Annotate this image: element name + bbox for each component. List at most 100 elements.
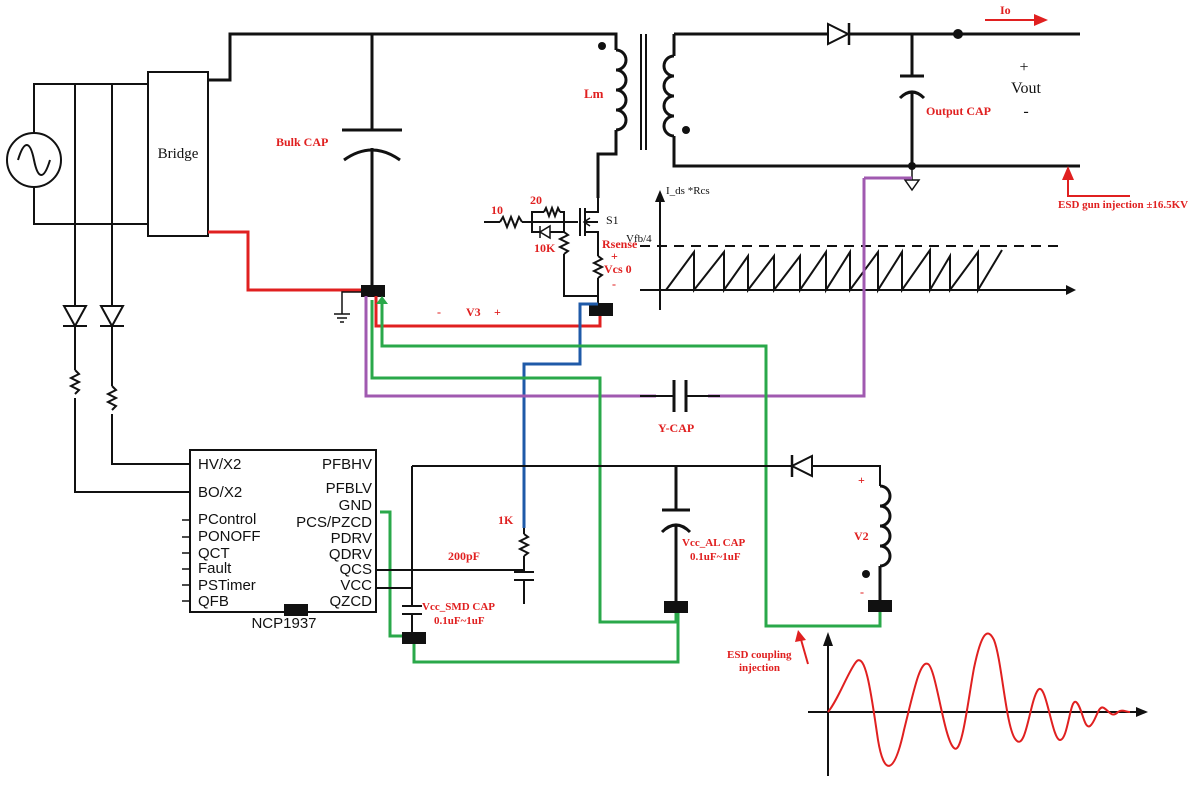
left-pin-stubs xyxy=(182,519,190,602)
green-arrow-icon xyxy=(376,296,388,304)
vcc-al-range: 0.1uF~1uF xyxy=(690,551,741,563)
ac-source xyxy=(6,132,62,188)
probe-ground-node xyxy=(361,285,385,297)
pin-gnd: GND xyxy=(339,497,373,514)
vcc-al-cap xyxy=(660,508,692,534)
vout-label: Vout xyxy=(1011,80,1041,97)
bridge-block: Bridge xyxy=(147,71,209,237)
vcs-minus: - xyxy=(612,277,616,291)
v2-minus: - xyxy=(860,585,864,599)
secondary-ground-icon xyxy=(903,179,921,192)
green-alcap-path xyxy=(370,300,678,624)
secondary-dot xyxy=(682,126,690,134)
vcs-plus: + xyxy=(611,249,618,263)
pin-qcs: QCS xyxy=(339,561,372,578)
ycap-label: Y-CAP xyxy=(658,421,694,435)
diode-aux-right xyxy=(99,305,125,329)
resistor-1k xyxy=(517,533,531,557)
pin-fault: Fault xyxy=(198,560,232,577)
esd-waveform-plot xyxy=(808,632,1148,776)
esd-gun-label: ESD gun injection ±16.5KV xyxy=(1058,199,1188,211)
pin-pfbhv: PFBHV xyxy=(322,456,372,473)
pin-pstimer: PSTimer xyxy=(198,577,256,594)
pin-qfb: QFB xyxy=(198,593,229,610)
bulk-cap-label: Bulk CAP xyxy=(276,135,328,149)
transformer-core xyxy=(640,34,647,150)
r20-label: 20 xyxy=(530,193,542,207)
cap-200pf xyxy=(514,571,534,581)
resistor-10 xyxy=(499,214,523,230)
bridge-return-red xyxy=(208,230,370,292)
probe-rsense-node xyxy=(589,303,613,316)
pin-pfblv: PFBLV xyxy=(326,480,372,497)
pin-qct: QCT xyxy=(198,545,230,562)
v3-minus: - xyxy=(437,305,441,319)
vcc-smd-range: 0.1uF~1uF xyxy=(434,615,485,627)
lm-label: Lm xyxy=(584,86,604,101)
ac-wire-top xyxy=(33,83,148,133)
earth-ground-icon xyxy=(334,313,350,323)
resistor-rsense xyxy=(591,255,605,279)
pin-bo-x2: BO/X2 xyxy=(198,484,242,501)
ac-wire-bottom xyxy=(33,187,148,225)
bus-top xyxy=(208,32,600,82)
v2-plus: + xyxy=(858,473,865,487)
pin-qdrv: QDRV xyxy=(329,546,372,563)
io-arrow-icon xyxy=(1034,14,1048,26)
output-diode xyxy=(827,22,851,46)
primary-winding xyxy=(615,48,628,132)
esd-coupling-label-1: ESD coupling xyxy=(727,649,792,661)
io-label: Io xyxy=(1000,3,1011,17)
ncp1937-ic xyxy=(189,449,377,616)
pin-qzcd: QZCD xyxy=(330,593,373,610)
aux-winding-dot xyxy=(862,570,870,578)
v3-plus: + xyxy=(494,305,501,319)
resistor-aux-left xyxy=(68,369,82,395)
probe-al-cap xyxy=(664,601,688,613)
vout-minus: - xyxy=(1023,103,1028,120)
y-cap xyxy=(640,380,720,412)
green-smdcap-path xyxy=(412,612,680,664)
c200pf-label: 200pF xyxy=(448,549,480,563)
vcc-smd-cap-label: Vcc_SMD CAP xyxy=(422,601,495,613)
r10k-label: 10K xyxy=(534,241,556,255)
esd-coupling-label-2: injection xyxy=(739,662,780,674)
green-gnd-path xyxy=(380,510,408,638)
v3-label: V3 xyxy=(466,305,481,319)
output-node-dot xyxy=(953,29,963,39)
probe-aux-winding xyxy=(868,600,892,612)
vcc-al-cap-label: Vcc_AL CAP xyxy=(682,537,746,549)
purple-ycap-path xyxy=(364,178,866,398)
esd-coupling-arrow-icon xyxy=(795,630,806,642)
s1-label: S1 xyxy=(606,213,619,227)
ids-rcs-label: I_ds *Rcs xyxy=(666,185,710,197)
r10-label: 10 xyxy=(491,203,503,217)
blue-sense-path xyxy=(522,302,598,528)
mosfet-s1 xyxy=(579,198,599,246)
vcs-label: Vcs 0 xyxy=(604,262,632,276)
v2-label: V2 xyxy=(854,529,869,543)
esd-gun-arrow-icon xyxy=(1062,166,1074,180)
vout-plus: + xyxy=(1019,59,1028,76)
pin-ponoff: PONOFF xyxy=(198,528,261,545)
pin-vcc: VCC xyxy=(340,577,372,594)
bridge-label: Bridge xyxy=(158,146,199,162)
pin-pdrv: PDRV xyxy=(331,530,372,547)
vfb4-label: Vfb/4 xyxy=(626,233,652,245)
output-cap-label: Output CAP xyxy=(926,104,991,118)
secondary-winding xyxy=(662,54,675,138)
green-aux-return-path xyxy=(380,300,882,628)
pin-hv-x2: HV/X2 xyxy=(198,456,241,473)
resistor-aux-right xyxy=(105,385,119,411)
rsense-label: Rsense xyxy=(602,237,638,251)
ids-waveform-plot xyxy=(640,190,1076,310)
probe-smd-cap xyxy=(402,632,426,644)
vcc-smd-cap xyxy=(402,605,422,615)
ic-name: NCP1937 xyxy=(251,615,316,632)
diode-aux-left xyxy=(62,305,88,329)
r1k-label: 1K xyxy=(498,513,514,527)
aux-winding xyxy=(879,484,892,568)
v3-path-red xyxy=(374,296,602,328)
